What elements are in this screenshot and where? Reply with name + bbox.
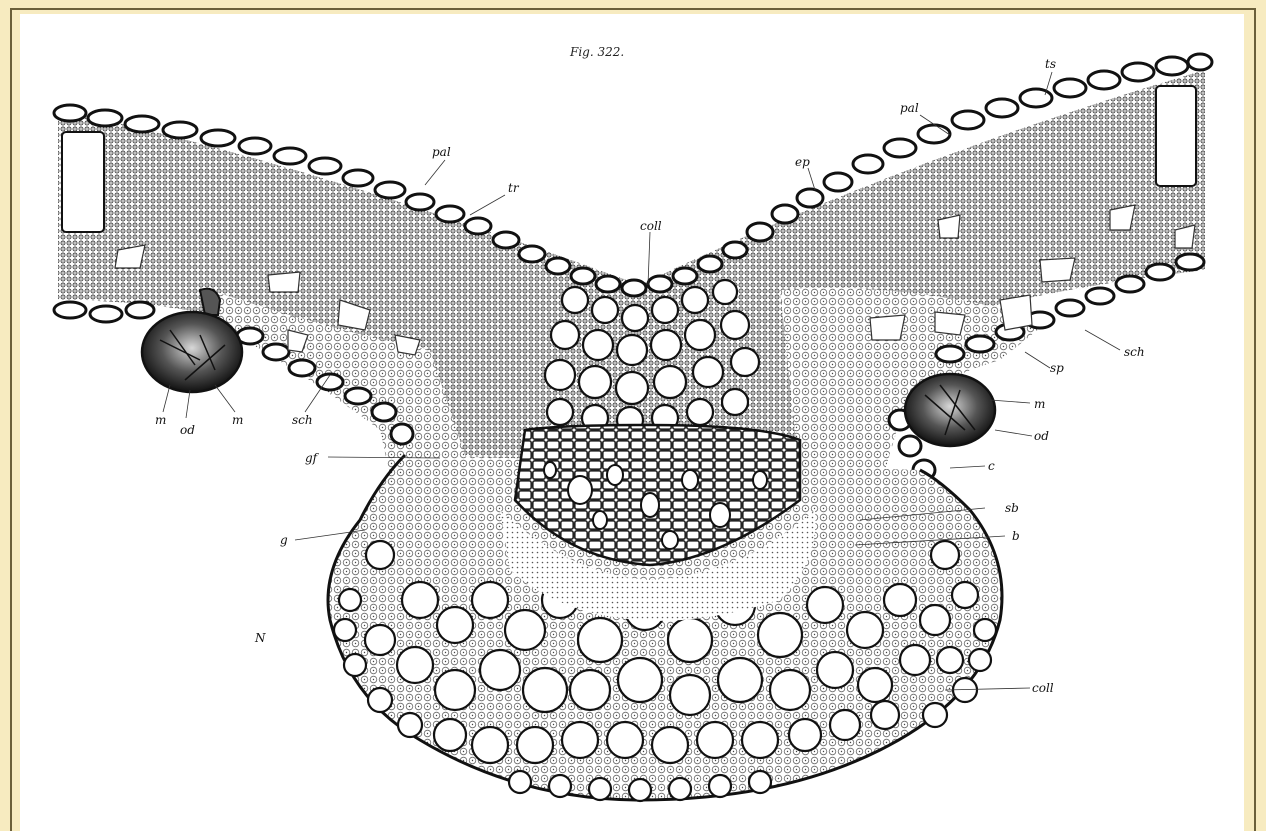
cut-edge-right (1156, 86, 1196, 186)
label-od-left: od (180, 423, 195, 437)
corner-label-n: N (254, 631, 266, 645)
label-pal-left: pal (432, 145, 451, 159)
label-coll-top: coll (640, 219, 662, 233)
label-tr: tr (508, 181, 520, 195)
label-od-right: od (1034, 429, 1049, 443)
label-gf: gf (305, 451, 320, 465)
label-m-left-2: m (232, 413, 243, 427)
label-coll-bottom: coll (1032, 681, 1054, 695)
label-sch-right: sch (1124, 345, 1145, 359)
label-sch-left: sch (292, 413, 313, 427)
label-pal-right: pal (900, 101, 919, 115)
label-m-left-1: m (155, 413, 166, 427)
cut-edge-left (62, 132, 104, 232)
label-c: c (988, 459, 995, 473)
label-m-right: m (1034, 397, 1045, 411)
label-sb: sb (1005, 501, 1019, 515)
label-sp: sp (1050, 361, 1064, 375)
figure-title: Fig. 322. (569, 45, 624, 59)
label-b: b (1012, 529, 1020, 543)
gland-right (905, 374, 995, 446)
label-ep: ep (795, 155, 810, 169)
label-ts: ts (1045, 57, 1056, 71)
label-g: g (280, 533, 288, 547)
